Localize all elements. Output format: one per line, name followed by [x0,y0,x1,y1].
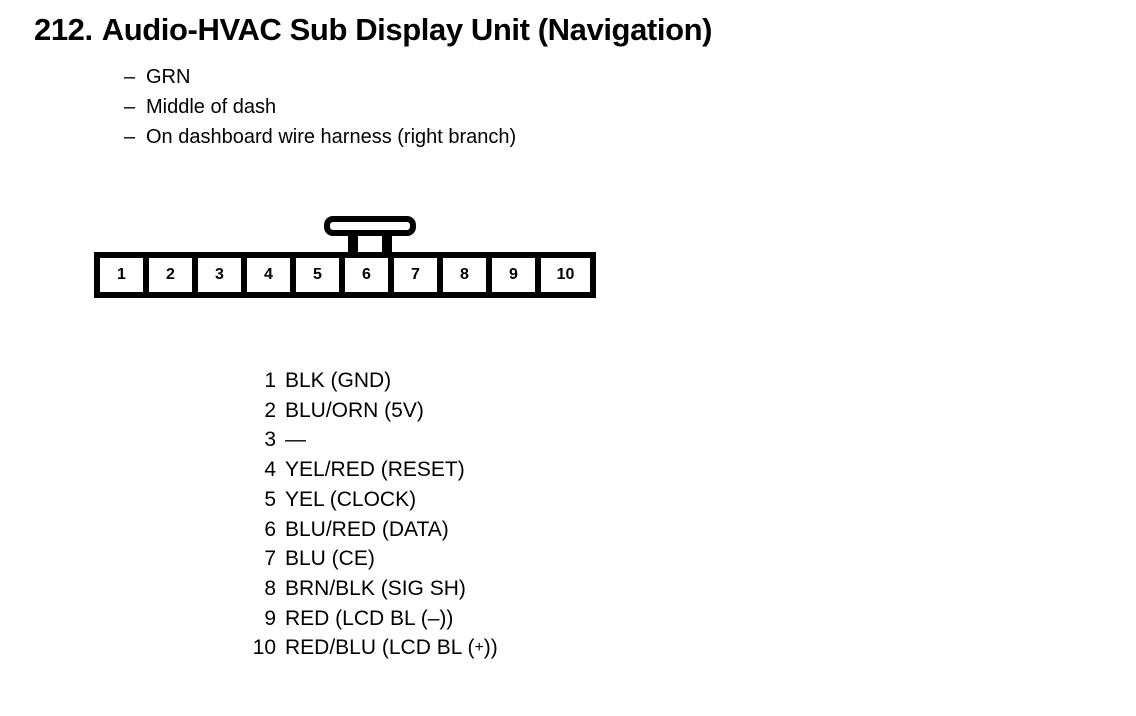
pin-label: RED (LCD BL (–)) [285,606,454,630]
connector-cell-number: 2 [166,266,175,283]
connector-cell: 7 [394,258,443,292]
dash-icon: – [124,96,136,118]
connector-cell: 6 [345,258,394,292]
pin-legend-row: 1 BLK (GND) [160,366,498,396]
pin-number: 5 [264,487,276,511]
locking-tab-leg-left [348,230,358,254]
connector-cell-number: 3 [215,266,224,283]
connector-cell: 2 [149,258,198,292]
connector-cell-number: 8 [460,266,469,283]
pin-legend-row: 8 BRN/BLK (SIG SH) [160,574,498,604]
pin-number: 6 [264,517,276,541]
description-item: – On dashboard wire harness (right branc… [124,122,516,152]
pin-legend-row: 7 BLU (CE) [160,544,498,574]
connector-cell: 1 [100,258,149,292]
connector-cell-number: 9 [509,266,518,283]
pin-legend-row: 3 — [160,425,498,455]
dash-icon: – [124,126,136,148]
connector-cell-number: 10 [556,266,575,283]
pin-label: — [285,428,306,452]
pin-legend-row: 10 RED/BLU (LCD BL (+)) [160,633,498,665]
pin-legend-row: 9 RED (LCD BL (–)) [160,604,498,634]
pin-number: 2 [264,398,276,422]
pin-number: 8 [264,576,276,600]
pin-legend-row: 6 BLU/RED (DATA) [160,515,498,545]
locking-tab-leg-right [382,230,392,254]
pin-label: BLU/ORN (5V) [285,398,424,422]
pin-label: RED/BLU (LCD BL (+)) [285,636,498,660]
connector-cell: 5 [296,258,345,292]
dash-icon: – [124,66,136,88]
connector-diagram: 1 2 3 4 5 6 7 8 9 10 [94,216,654,301]
pin-number: 7 [264,547,276,571]
pin-number: 4 [264,458,276,482]
connector-cell: 3 [198,258,247,292]
description-item: – Middle of dash [124,92,516,122]
connector-cell-number: 6 [362,266,371,283]
description-item: – GRN [124,62,516,92]
connector-cell-number: 1 [117,266,126,283]
locking-tab-icon [324,216,416,254]
pin-number: 9 [264,606,276,630]
page-title-text: Audio-HVAC Sub Display Unit (Navigation) [101,12,713,47]
pin-number: 1 [264,369,276,392]
pin-label: YEL/RED (RESET) [285,458,465,482]
page-title-number: 212. [34,12,93,47]
description-list: – GRN – Middle of dash – On dashboard wi… [124,62,516,152]
pin-number: 3 [264,428,276,452]
pin-label: BRN/BLK (SIG SH) [285,576,466,600]
connector-cell: 8 [443,258,492,292]
description-item-label: On dashboard wire harness (right branch) [146,126,517,148]
description-item-label: GRN [146,66,191,88]
connector-cell: 9 [492,258,541,292]
connector-cell-number: 4 [264,266,273,283]
connector-cell: 10 [541,258,590,292]
pin-number: 10 [252,636,276,660]
connector-cell-number: 5 [313,266,322,283]
pin-legend-row: 2 BLU/ORN (5V) [160,396,498,426]
connector-cell-number: 7 [411,266,420,283]
pin-label: BLK (GND) [285,369,392,392]
pin-label: BLU (CE) [285,547,375,571]
description-item-label: Middle of dash [146,96,277,118]
connector-body: 1 2 3 4 5 6 7 8 9 10 [94,252,596,298]
locking-tab-bar [324,216,416,236]
pin-legend-list: 1 BLK (GND) 2 BLU/ORN (5V) 3 — 4 YEL/RED… [160,366,498,665]
page-title: 212.Audio-HVAC Sub Display Unit (Navigat… [34,12,712,48]
pin-legend-row: 4 YEL/RED (RESET) [160,455,498,485]
pin-label: BLU/RED (DATA) [285,517,449,541]
pin-label: YEL (CLOCK) [285,487,417,511]
connector-cell: 4 [247,258,296,292]
pin-legend-row: 5 YEL (CLOCK) [160,485,498,515]
